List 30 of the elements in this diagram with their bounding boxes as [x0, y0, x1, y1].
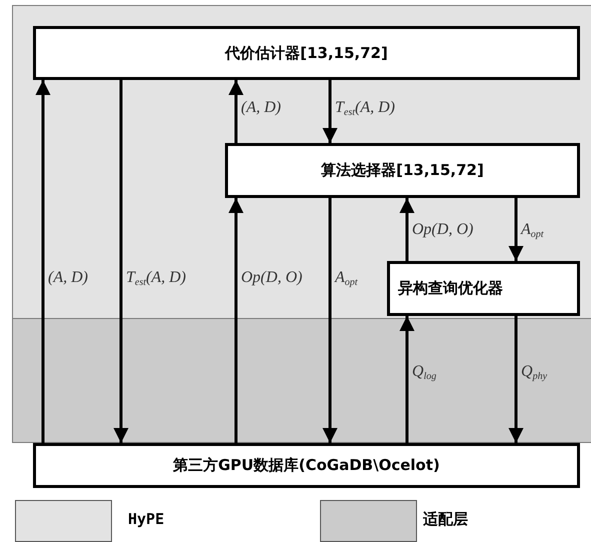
- edge-label: Op(D, O): [412, 222, 474, 238]
- arrow: [322, 80, 338, 143]
- edge-label: A$_{opt}$: [521, 222, 544, 240]
- arrow: [508, 316, 524, 443]
- process-box: [33, 26, 580, 80]
- legend-label: 适配层: [423, 510, 468, 529]
- process-box: [33, 443, 580, 488]
- arrow: [400, 316, 414, 443]
- box-label: 第三方GPU数据库(CoGaDB\Ocelot): [173, 456, 440, 475]
- box-label: 异构查询优化器: [398, 279, 503, 298]
- edge-label: T$_{est}$(A, D): [126, 270, 186, 288]
- edge-label: (A, D): [48, 270, 88, 286]
- edge-label: Q$_{log}$: [412, 364, 436, 382]
- legend-label: HyPE: [128, 510, 164, 528]
- arrow: [508, 198, 524, 261]
- process-box: [387, 261, 580, 316]
- edge-label: (A, D): [241, 100, 281, 116]
- edge-label: Q$_{phy}$: [521, 364, 548, 382]
- arrow: [400, 198, 414, 261]
- arrow: [228, 80, 244, 143]
- arrow: [322, 198, 338, 443]
- arrow: [114, 80, 128, 443]
- edge-label: Op(D, O): [241, 270, 302, 286]
- edge-label: A$_{opt}$: [335, 270, 358, 288]
- box-label: 代价估计器[13,15,72]: [225, 44, 388, 62]
- arrow: [228, 198, 244, 443]
- process-box: [225, 143, 580, 198]
- edge-label: T$_{est}$(A, D): [335, 100, 395, 118]
- box-label: 算法选择器[13,15,72]: [321, 161, 484, 180]
- arrow: [36, 80, 50, 443]
